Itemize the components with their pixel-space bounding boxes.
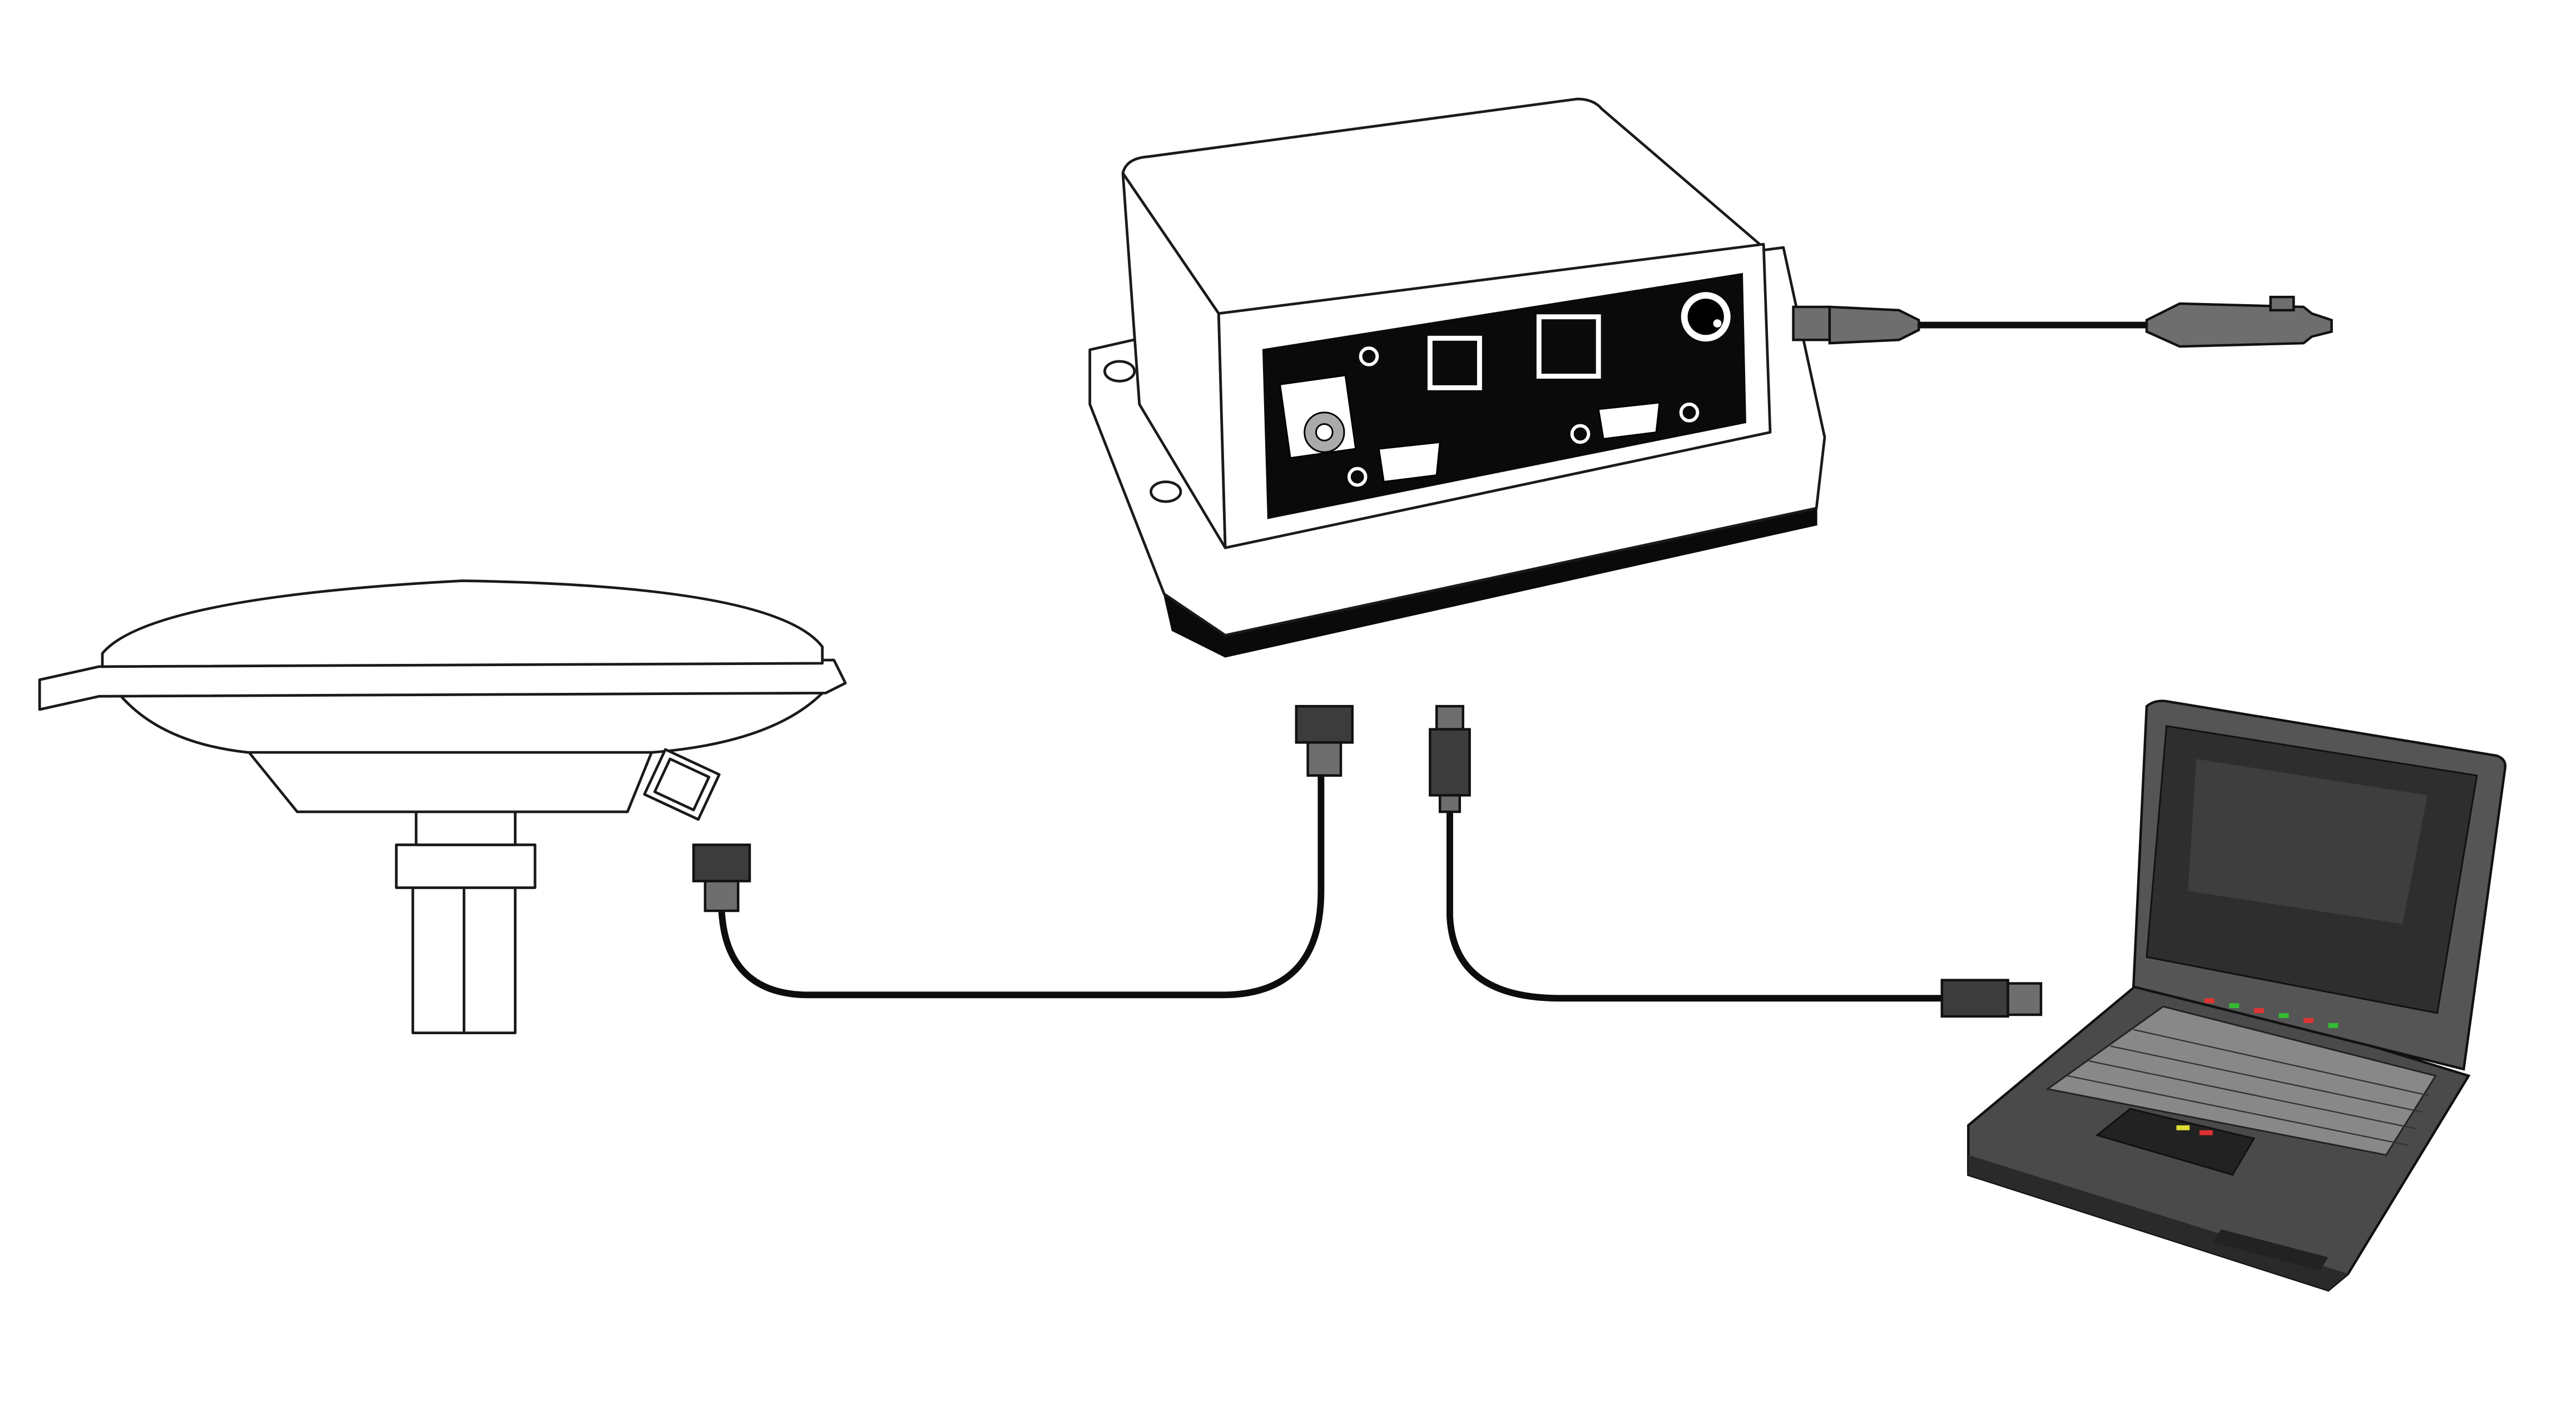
antenna-collar	[395, 843, 537, 889]
antenna-cable-connector-b	[1295, 704, 1354, 744]
gps-antenna	[38, 579, 847, 1034]
led	[1347, 467, 1368, 487]
laptop	[1967, 699, 2506, 1292]
antenna-body	[114, 688, 827, 754]
antenna-cable	[692, 704, 1354, 999]
antenna-connector	[643, 748, 721, 821]
status-leds	[2204, 998, 2339, 1028]
receiver-box	[1088, 97, 1826, 658]
data-cable	[1429, 704, 2043, 1018]
receiver-top	[1121, 97, 1765, 315]
serial-port-1	[1378, 441, 1441, 483]
laptop-touchpad	[2095, 1108, 2256, 1176]
data-cable-connector-a	[1435, 704, 1464, 731]
mount-hole	[1150, 480, 1182, 503]
serial-port-2	[1597, 401, 1661, 440]
antenna-base-skirt	[246, 749, 654, 813]
laptop-keyboard	[2045, 1005, 2437, 1156]
mount-hole	[1103, 360, 1136, 383]
power-cable	[1792, 295, 2333, 348]
data-cable-connector-b	[1940, 979, 2009, 1018]
led	[1570, 424, 1591, 444]
laptop-drive-bay	[2212, 1229, 2329, 1271]
antenna-cable-connector-a	[692, 844, 751, 882]
led	[1679, 403, 1700, 423]
usb-port	[1427, 335, 1482, 390]
power-plug	[1792, 305, 1831, 341]
cigarette-lighter-plug	[2145, 302, 2333, 348]
antenna-dome	[101, 579, 824, 668]
keyboard-keys	[2067, 1029, 2429, 1146]
ethernet-port	[1536, 314, 1601, 379]
led	[1359, 346, 1379, 366]
